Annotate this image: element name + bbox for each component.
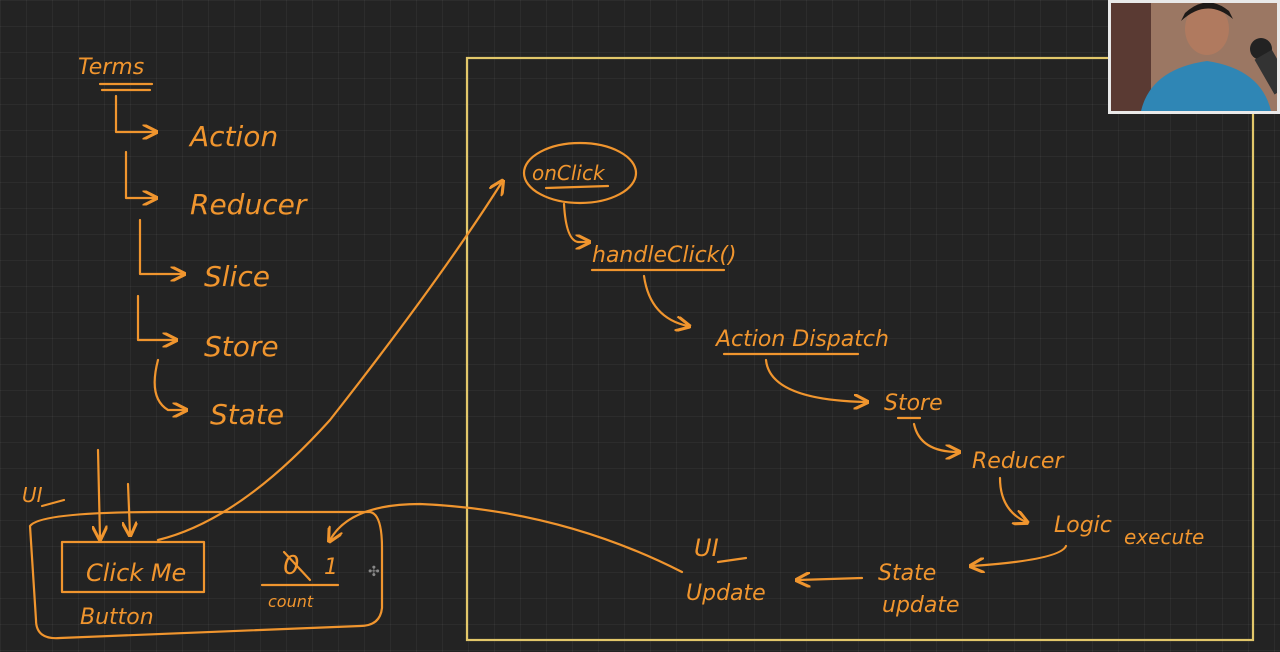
flow-logic: Logic [1054, 513, 1112, 538]
count-label: count [268, 592, 314, 611]
tree-branch-store [136, 294, 175, 340]
cursor-icon: ✣ [368, 564, 380, 580]
arrow-store-to-reducer [912, 422, 958, 452]
arrow-reducer-to-logic [998, 476, 1026, 522]
arrow-state-to-ui-update [798, 578, 864, 580]
presenter-webcam [1108, 0, 1280, 114]
count-new-value: 1 [324, 555, 338, 580]
term-slice: Slice [204, 260, 270, 293]
flow-state-update-line2: update [882, 593, 960, 618]
tree-branch-reducer [124, 150, 155, 198]
term-store: Store [204, 330, 279, 363]
ui-label: UI [22, 483, 43, 507]
click-me-button[interactable] [60, 540, 206, 594]
arrow-into-button-2 [128, 482, 130, 534]
tree-branch-state [153, 358, 185, 410]
flow-ui-update-line2: Update [686, 581, 766, 606]
arrow-onclick-to-handle [562, 202, 588, 242]
count-strike [282, 550, 312, 582]
count-old-value: 0 [283, 551, 300, 581]
flow-ui-update-line1: UI [694, 534, 719, 562]
arrow-into-button-1 [98, 448, 100, 538]
ui-underline [40, 498, 66, 508]
term-reducer: Reducer [190, 188, 308, 221]
tree-branch-slice [138, 218, 183, 274]
flow-frame [465, 56, 1255, 642]
flow-onclick: onClick [532, 161, 606, 185]
onclick-circle [522, 141, 638, 205]
term-action: Action [188, 120, 278, 153]
presenter-webcam-icon [1111, 3, 1277, 111]
arrow-button-to-onclick [156, 182, 502, 542]
terms-heading: Terms [78, 55, 144, 80]
arrow-dispatch-to-store [764, 358, 866, 402]
term-state: State [210, 398, 284, 431]
flow-store: Store [884, 391, 943, 416]
flow-state-update-line1: State [878, 561, 936, 586]
arrow-handle-to-dispatch [642, 274, 688, 326]
button-caption: Button [80, 605, 154, 630]
flow-execute: execute [1124, 525, 1204, 549]
flow-handle-click: handleClick() [592, 243, 737, 268]
arrow-logic-to-state-update [972, 544, 1068, 566]
onclick-underline [544, 184, 610, 190]
click-me-button-label: Click Me [86, 559, 186, 587]
ui-component-outline [28, 510, 384, 640]
flow-action-dispatch: Action Dispatch [714, 327, 889, 352]
terms-underline [98, 82, 154, 92]
arrow-ui-update-to-count [330, 502, 684, 574]
flow-reducer: Reducer [972, 449, 1065, 474]
tree-branch-action [114, 94, 155, 132]
ui-update-underline [716, 556, 748, 564]
